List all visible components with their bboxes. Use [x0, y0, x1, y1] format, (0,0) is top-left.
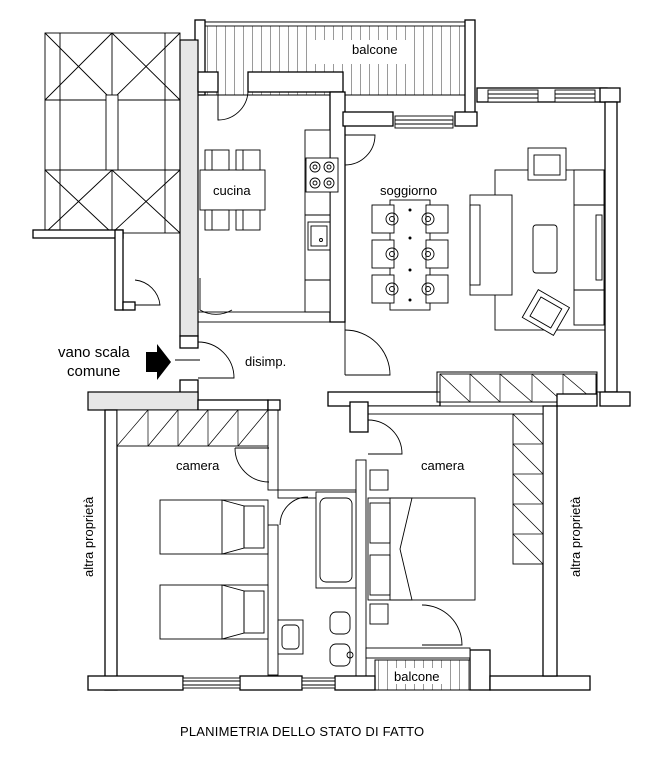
left-wardrobe	[116, 409, 269, 447]
label-comune: comune	[67, 363, 120, 380]
kitchen-doors	[199, 91, 376, 315]
label-camera-right: camera	[421, 458, 465, 473]
stairwell	[44, 32, 181, 234]
label-altra-right: altra proprietà	[568, 496, 583, 577]
label-disimp: disimp.	[245, 354, 286, 369]
label-soggiorno: soggiorno	[380, 183, 437, 198]
label-balcone-top: balcone	[352, 42, 398, 57]
right-bed	[367, 469, 476, 625]
bathroom	[277, 491, 357, 667]
entrance-arrow-icon	[146, 344, 171, 380]
left-beds	[159, 499, 269, 640]
balcony-bottom	[374, 659, 471, 691]
landing-walls	[32, 229, 136, 311]
label-altra-left: altra proprietà	[81, 496, 96, 577]
kitchen-furniture	[197, 129, 339, 323]
right-wardrobe	[512, 413, 544, 565]
label-cucina: cucina	[213, 183, 251, 198]
living-furniture	[371, 147, 606, 336]
label-camera-left: camera	[176, 458, 220, 473]
lower-doors	[234, 419, 463, 646]
plan-title: PLANIMETRIA DELLO STATO DI FATTO	[180, 724, 424, 739]
label-vano-scala: vano scala	[58, 344, 130, 361]
living-door	[344, 322, 391, 376]
label-balcone-bottom: balcone	[394, 669, 440, 684]
